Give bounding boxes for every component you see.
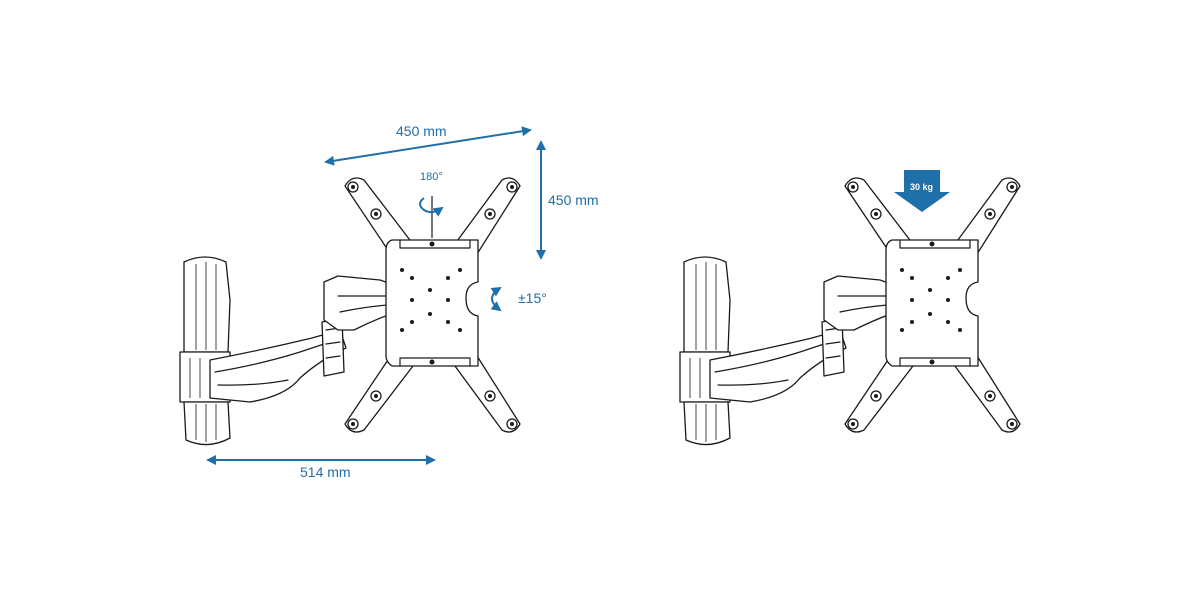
mount-drawing-right (679, 177, 1021, 446)
vesa-width-arrow (324, 126, 532, 166)
rotation-label: 180° (420, 171, 443, 183)
tilt-label: ±15° (518, 290, 547, 306)
load-arrow-icon (894, 170, 950, 212)
rotation-icon (419, 196, 444, 238)
extension-label: 514 mm (300, 464, 351, 480)
tilt-icon (490, 286, 502, 312)
vesa-height-label: 450 mm (548, 192, 599, 208)
load-label: 30 kg (910, 182, 933, 192)
mount-drawing-left (179, 177, 521, 446)
vesa-width-label: 450 mm (396, 123, 447, 139)
